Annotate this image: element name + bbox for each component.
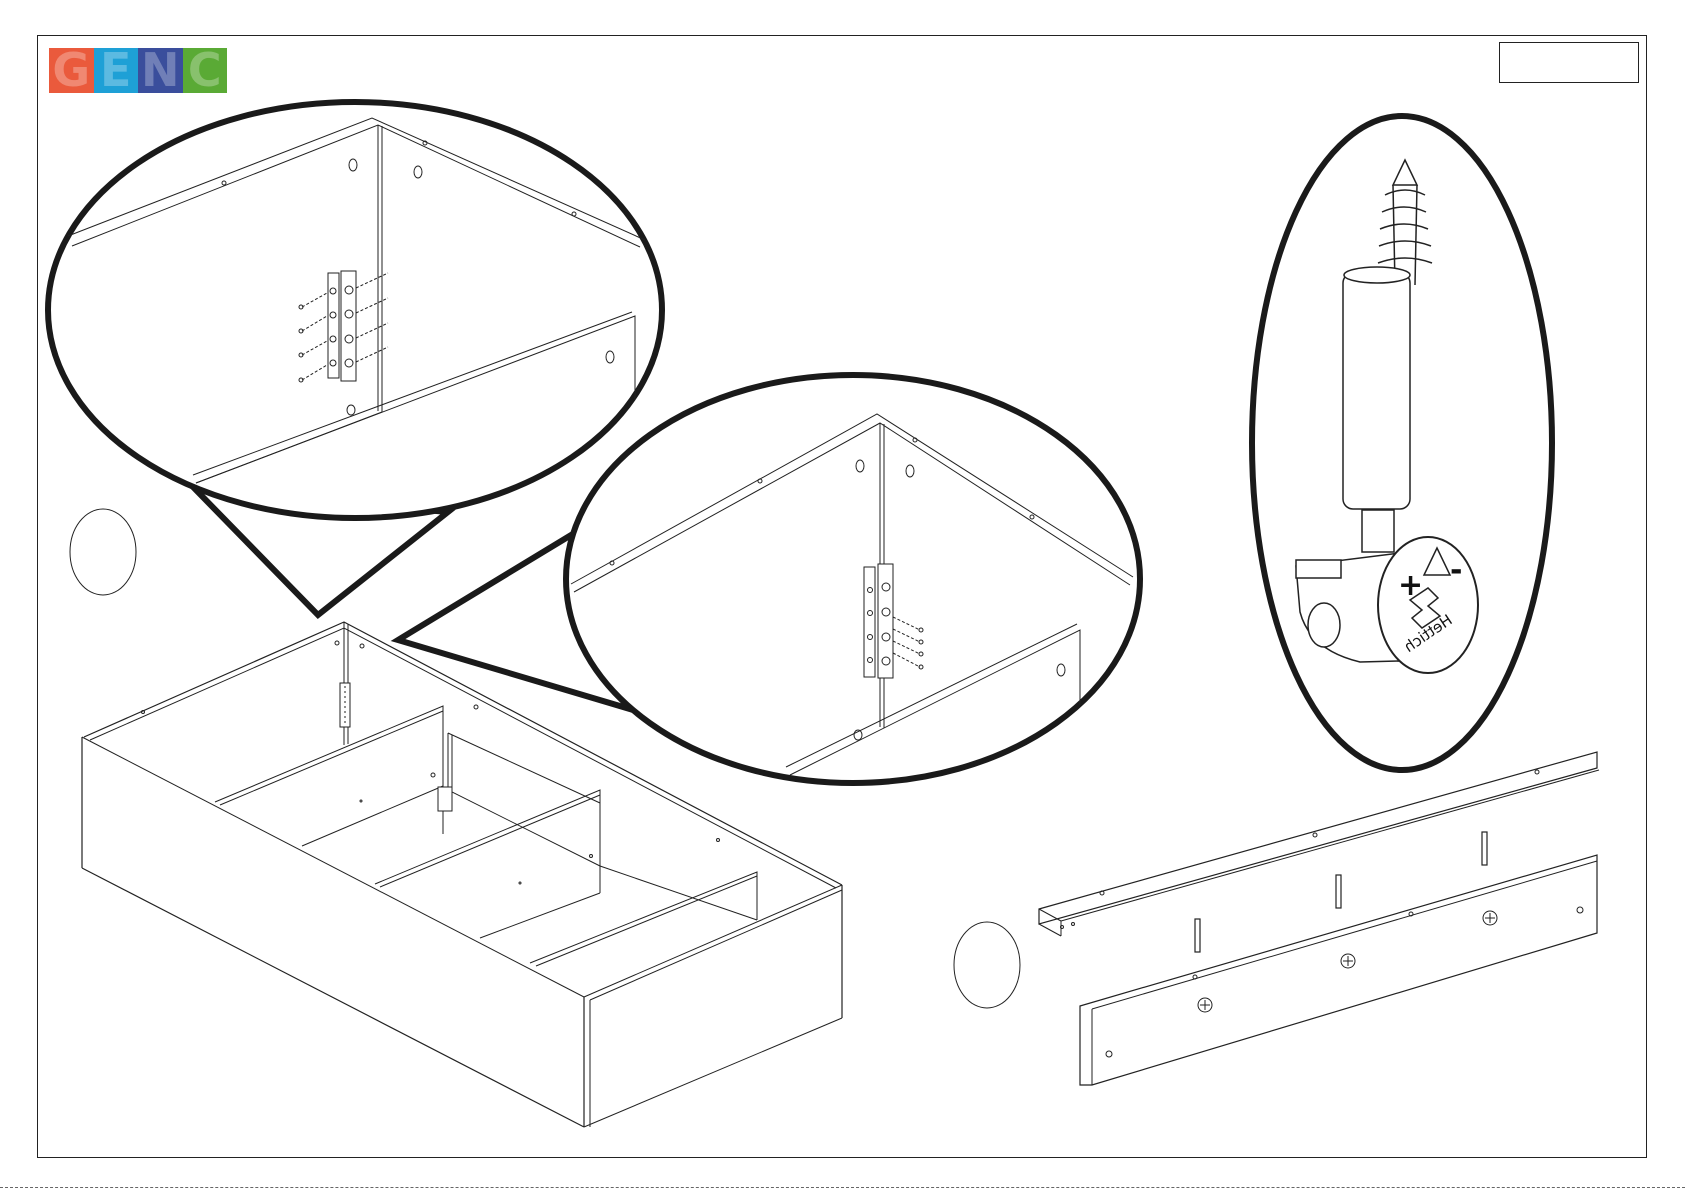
rail-parts: [1039, 752, 1599, 1085]
cam-lock-detail: [1252, 116, 1552, 770]
step-marker-right: [954, 922, 1020, 1008]
cam-plus-sign: +: [1398, 568, 1423, 603]
step-marker-left: [70, 509, 136, 595]
cam-minus-sign: -: [1450, 553, 1462, 588]
page-cut-line: [0, 1187, 1685, 1188]
